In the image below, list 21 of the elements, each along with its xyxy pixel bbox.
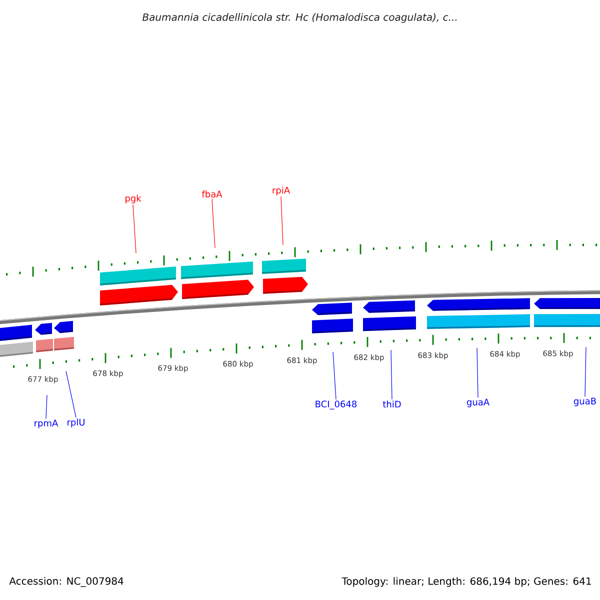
leader-line (132, 204, 136, 254)
leader-line (584, 346, 586, 397)
gene-label: BCI_0648 (316, 400, 357, 410)
gene-label: guaA (466, 398, 490, 408)
title: Baumannia cicadellinicola str. Hc (Homalodisca coagulata), c... (142, 13, 457, 23)
gene-label: rplU (68, 418, 84, 428)
gene-label: fbaA (202, 190, 222, 198)
leader-line (332, 352, 336, 400)
gene-label: guaB (574, 398, 596, 406)
leader-line (46, 394, 48, 419)
leader-line (280, 196, 284, 246)
summary-text: Topology: linear; Length: 686,194 bp; Genes: 641 (342, 577, 591, 587)
leader-line (476, 348, 478, 398)
gene-label: rpiA (272, 186, 290, 196)
accession-text: Accession: NC_007984 (9, 577, 124, 587)
gene-label: thiD (382, 400, 401, 408)
gene-label: pgk (126, 194, 142, 204)
leader-line (66, 370, 76, 418)
leader-line (212, 198, 216, 248)
leader-line (390, 350, 392, 400)
gene-label: rpmA (34, 420, 58, 428)
